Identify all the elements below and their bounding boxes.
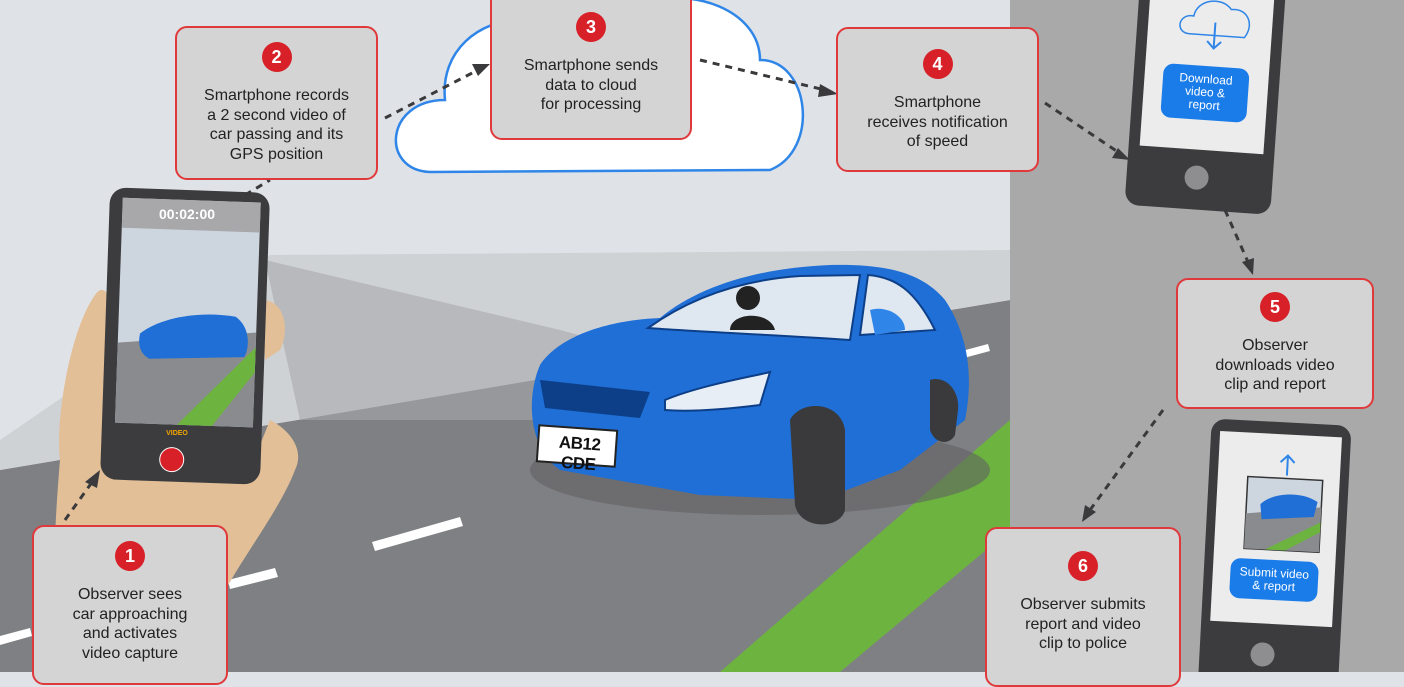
step-5-box: 5 Observer downloads video clip and repo… (1176, 278, 1374, 409)
step-4-box: 4 Smartphone receives notification of sp… (836, 27, 1039, 172)
step-text: Smartphone receives notification of spee… (867, 94, 1008, 150)
arrow-3-to-4 (699, 58, 826, 92)
flow-arrows (63, 58, 1250, 521)
finger-illustration (262, 300, 285, 360)
step-3-box: 3 Smartphone sends data to cloud for pro… (490, 0, 692, 140)
download-video-report-button[interactable]: Download video & report (1160, 63, 1250, 123)
step-text: Observer submits report and video clip t… (1020, 596, 1146, 652)
step-2-box: 2 Smartphone records a 2 second video of… (175, 26, 378, 180)
step-text: Smartphone sends data to cloud for proce… (523, 57, 659, 113)
cloud-download-icon (1179, 0, 1250, 39)
arrow-4-to-phone (1044, 101, 1119, 154)
arrow-1-to-2 (63, 477, 97, 521)
record-button[interactable] (163, 448, 191, 476)
license-plate: AB12 CDE (558, 432, 602, 475)
car-illustration (530, 264, 990, 525)
upload-arrow-icon (1279, 454, 1296, 476)
step-number-badge: 1 (115, 541, 145, 571)
arrow-2-to-3 (384, 68, 479, 120)
submit-video-report-button[interactable]: Submit video & report (1229, 557, 1319, 603)
video-mode-label: VIDEO (166, 430, 188, 437)
arrow-phone-to-5 (1223, 209, 1250, 263)
step-text: Smartphone records a 2 second video of c… (204, 87, 349, 163)
arrow-heads (85, 64, 1254, 522)
step-text: Observer downloads video clip and report (1215, 337, 1335, 393)
step-6-box: 6 Observer submits report and video clip… (985, 527, 1181, 687)
camera-phone (100, 187, 270, 485)
recording-timer: 00:02:00 (158, 206, 216, 222)
download-arrow-icon (1206, 22, 1222, 50)
step-number-badge: 6 (1068, 551, 1098, 581)
step-number-badge: 5 (1260, 292, 1290, 322)
step-text: Observer sees car approaching and activa… (72, 586, 188, 662)
step-number-badge: 3 (576, 12, 606, 42)
step-1-box: 1 Observer sees car approaching and acti… (32, 525, 228, 685)
submit-phone (1198, 419, 1351, 672)
step-number-badge: 2 (261, 42, 292, 72)
step-number-badge: 4 (922, 49, 953, 79)
